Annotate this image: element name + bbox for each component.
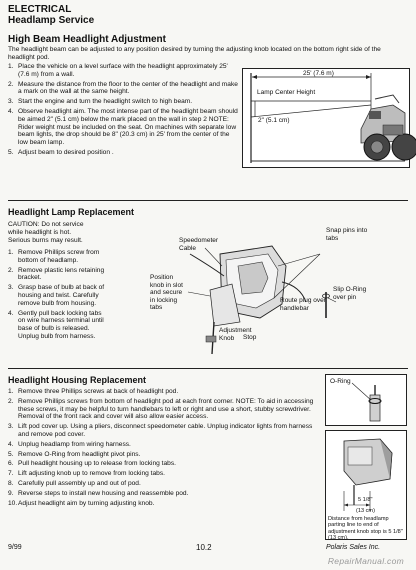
list-item: 3.Lift pod cover up. Using a pliers, dis… xyxy=(8,423,313,438)
caution-text: CAUTION: Do not service while headlight … xyxy=(8,221,84,244)
list-item: 6.Pull headlight housing up to release f… xyxy=(8,460,176,468)
page-title: Headlamp Service xyxy=(8,15,95,26)
speedometer-cable-label: Speedometer Cable xyxy=(179,237,219,252)
distance-label: 25' (7.6 m) xyxy=(303,70,334,77)
housing-replacement-heading: Headlight Housing Replacement xyxy=(8,375,147,385)
snap-pins-label: Snap pins into tabs xyxy=(326,227,368,242)
page-number: 10.2 xyxy=(196,543,212,552)
footer-company: Polaris Sales Inc. xyxy=(326,544,381,551)
lamp-replacement-steps: 1.Remove Phillips screw from bottom of h… xyxy=(8,249,108,343)
knob-dimension-diagram: 5 1/8" (13 cm) Distance from headlamp pa… xyxy=(325,430,407,542)
oring-illustration xyxy=(351,382,382,422)
list-item: 1.Remove Phillips screw from bottom of h… xyxy=(8,249,100,264)
list-item: 7.Lift adjusting knob up to remove from … xyxy=(8,470,165,478)
list-item: 2.Measure the distance from the floor to… xyxy=(8,80,238,96)
route-plug-label: Route plug over handlebar xyxy=(280,297,326,312)
list-item: 5.Adjust beam to desired position . xyxy=(8,148,114,156)
stop-label: Stop xyxy=(243,334,257,341)
list-item: 1.Remove three Phillips screws at back o… xyxy=(8,388,179,395)
section-heading: ELECTRICAL xyxy=(8,4,72,15)
housing-replacement-steps: 1.Remove three Phillips screws at back o… xyxy=(8,388,316,509)
headlight-assembly-diagram: Speedometer Cable Snap pins into tabs Sl… xyxy=(150,226,410,356)
high-beam-intro: The headlight beam can be adjusted to an… xyxy=(8,46,381,61)
dimension-caption: Distance from headlamp parting line to e… xyxy=(328,516,403,542)
headlight-aim-diagram: 25' (7.6 m) Lamp Center Height 2" (5.1 c… xyxy=(242,68,416,168)
section-divider xyxy=(8,200,408,201)
atv-wall-illustration xyxy=(250,73,416,163)
section-divider xyxy=(8,368,408,369)
lamp-center-label: Lamp Center Height xyxy=(257,89,316,96)
adjustment-knob-label: Adjustment Knob xyxy=(219,327,252,342)
oring-diagram: O-Ring xyxy=(325,374,407,426)
list-item: 2.Remove Phillips screws from bottom of … xyxy=(8,397,314,421)
list-item: 4.Unplug headlamp from wiring harness. xyxy=(8,440,131,448)
list-item: 8.Carefully pull assembly up and out of … xyxy=(8,479,141,487)
headlight-assembly-illustration xyxy=(187,245,337,355)
watermark: RepairManual.com xyxy=(327,556,404,566)
high-beam-steps: 1.Place the vehicle on a level surface w… xyxy=(8,63,238,159)
list-item: 10.Adjust headlight aim by turning adjus… xyxy=(8,499,155,507)
footer-date: 9/99 xyxy=(8,544,22,551)
list-item: 4.Gently pull back locking tabs on wire … xyxy=(8,309,104,340)
oring-label: O-Ring xyxy=(330,378,351,385)
list-item: 1.Place the vehicle on a level surface w… xyxy=(8,63,228,78)
drop-label: 2" (5.1 cm) xyxy=(258,117,290,124)
position-knob-label: Position knob in slot and secure in lock… xyxy=(150,274,183,311)
high-beam-heading: High Beam Headlight Adjustment xyxy=(8,34,166,45)
list-item: 9.Reverse steps to install new housing a… xyxy=(8,489,189,497)
lamp-replacement-heading: Headlight Lamp Replacement xyxy=(8,207,135,217)
dimension-label: 5 1/8" xyxy=(358,497,373,503)
slip-oring-label: Slip O-Ring over pin xyxy=(333,286,367,301)
dimension-metric: (13 cm) xyxy=(356,508,375,514)
list-item: 5.Remove O-Ring from headlight pivot pin… xyxy=(8,450,141,458)
list-item: 2.Remove plastic lens retaining bracket. xyxy=(8,266,105,282)
headlamp-side-illustration xyxy=(343,438,393,511)
list-item: 3.Start the engine and turn the headligh… xyxy=(8,98,193,106)
list-item: 4.Observe headlight aim. The most intens… xyxy=(8,107,238,147)
list-item: 3.Grasp base of bulb at back of housing … xyxy=(8,284,105,307)
